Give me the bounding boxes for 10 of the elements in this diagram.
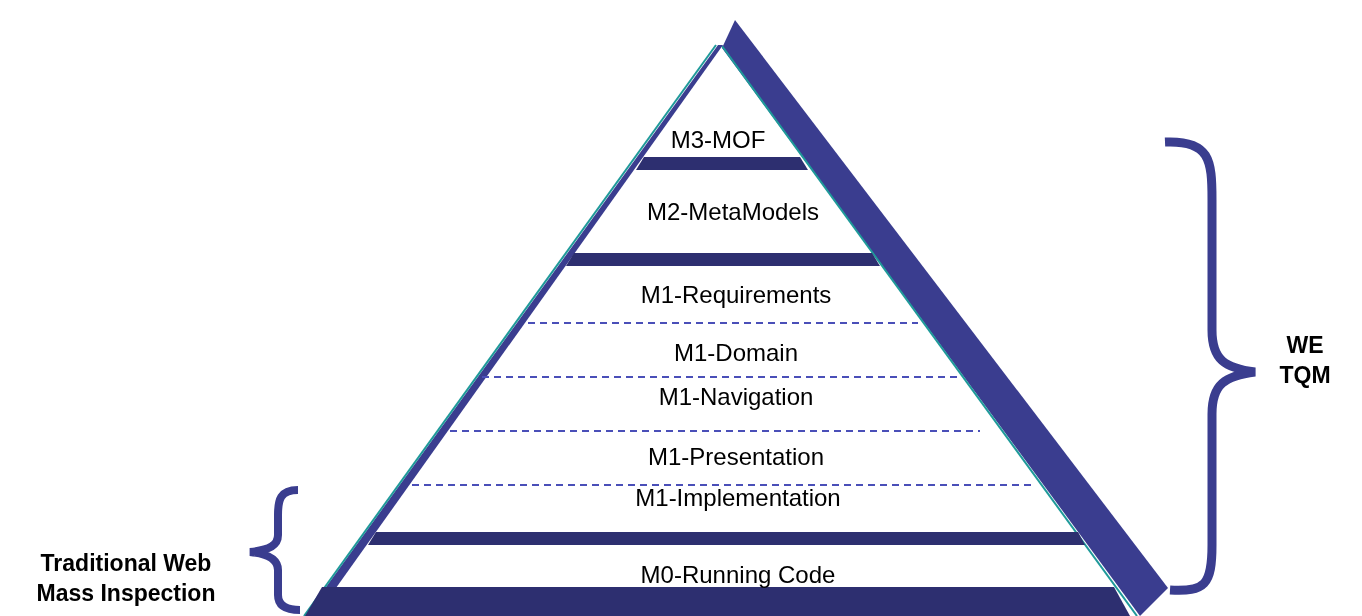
layer-label: M1-Requirements (640, 281, 832, 309)
layer-label: M1-Presentation (647, 443, 825, 471)
layer-label: M1-Implementation (635, 484, 841, 512)
bracket-label: Traditional Web Mass Inspection (35, 549, 217, 608)
layer-label: M1-Domain (674, 339, 798, 367)
layer-label: M3-MOF (670, 126, 766, 154)
layer-label: M1-Navigation (658, 383, 814, 411)
layer-label: M2-MetaModels (646, 198, 820, 226)
bracket-label: WE TQM (1278, 331, 1332, 390)
layer-label: M0-Running Code (640, 561, 836, 589)
